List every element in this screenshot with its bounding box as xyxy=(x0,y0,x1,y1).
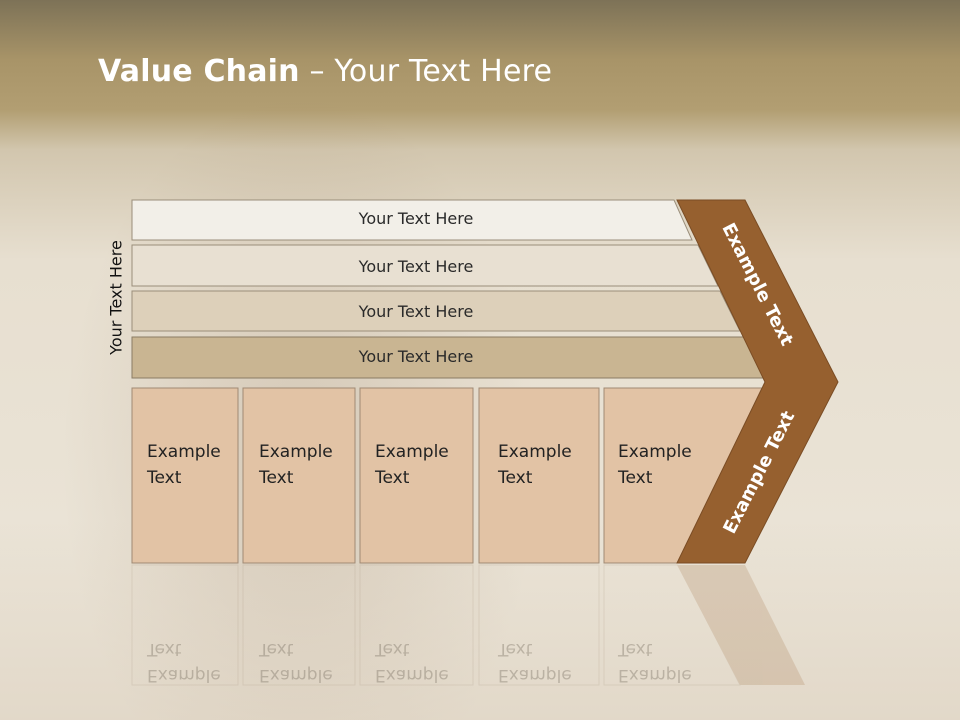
box-text-1-line1: Example xyxy=(147,442,221,462)
row-band-2 xyxy=(131,244,719,287)
row-label-4: Your Text Here xyxy=(358,347,474,366)
reflection-text-4-line2: Text xyxy=(498,639,533,659)
reflection-box-4 xyxy=(478,564,600,686)
box-text-1-line2: Text xyxy=(147,468,182,488)
box-text-3-line1: Example xyxy=(375,442,449,462)
box-text-2-line2: Text xyxy=(259,468,294,488)
row-band-1 xyxy=(131,199,693,241)
side-label: Your Text Here xyxy=(106,240,126,355)
reflection xyxy=(131,564,805,686)
reflection-text-3: Example Text xyxy=(375,636,449,688)
box-text-5-line2: Text xyxy=(618,468,653,488)
box-4 xyxy=(478,387,600,564)
title-bold: Value Chain xyxy=(98,54,300,89)
reflection-text-1: Example Text xyxy=(147,636,221,688)
box-text-4-line2: Text xyxy=(498,468,533,488)
box-text-4-line1: Example xyxy=(498,442,572,462)
reflection-text-1-line1: Example xyxy=(147,665,221,685)
reflection-text-5: Example Text xyxy=(618,636,692,688)
reflection-text-4: Example Text xyxy=(498,636,572,688)
reflection-text-5-line2: Text xyxy=(618,639,653,659)
box-3 xyxy=(359,387,474,564)
box-2 xyxy=(242,387,356,564)
reflection-box-2 xyxy=(242,564,356,686)
reflection-text-5-line1: Example xyxy=(618,665,692,685)
reflection-text-2: Example Text xyxy=(259,636,333,688)
box-1 xyxy=(131,387,239,564)
row-label-3: Your Text Here xyxy=(358,302,474,321)
reflection-text-4-line1: Example xyxy=(498,665,572,685)
page-title: Value Chain – Your Text Here xyxy=(98,54,552,89)
reflection-box-5 xyxy=(603,564,741,686)
box-text-3-line2: Text xyxy=(375,468,410,488)
reflection-text-2-line2: Text xyxy=(259,639,294,659)
reflection-text-2-line1: Example xyxy=(259,665,333,685)
chevron-arrow xyxy=(676,199,839,564)
reflection-box-1 xyxy=(131,564,239,686)
title-rest: – Your Text Here xyxy=(299,54,553,89)
reflection-box-3 xyxy=(359,564,474,686)
reflection-chevron xyxy=(677,565,805,685)
box-text-5-line1: Example xyxy=(618,442,692,462)
box-text-2-line1: Example xyxy=(259,442,333,462)
row-label-2: Your Text Here xyxy=(358,257,474,276)
reflection-text-3-line1: Example xyxy=(375,665,449,685)
row-label-1: Your Text Here xyxy=(358,209,474,228)
reflection-text-1-line2: Text xyxy=(147,639,182,659)
reflection-text-3-line2: Text xyxy=(375,639,410,659)
